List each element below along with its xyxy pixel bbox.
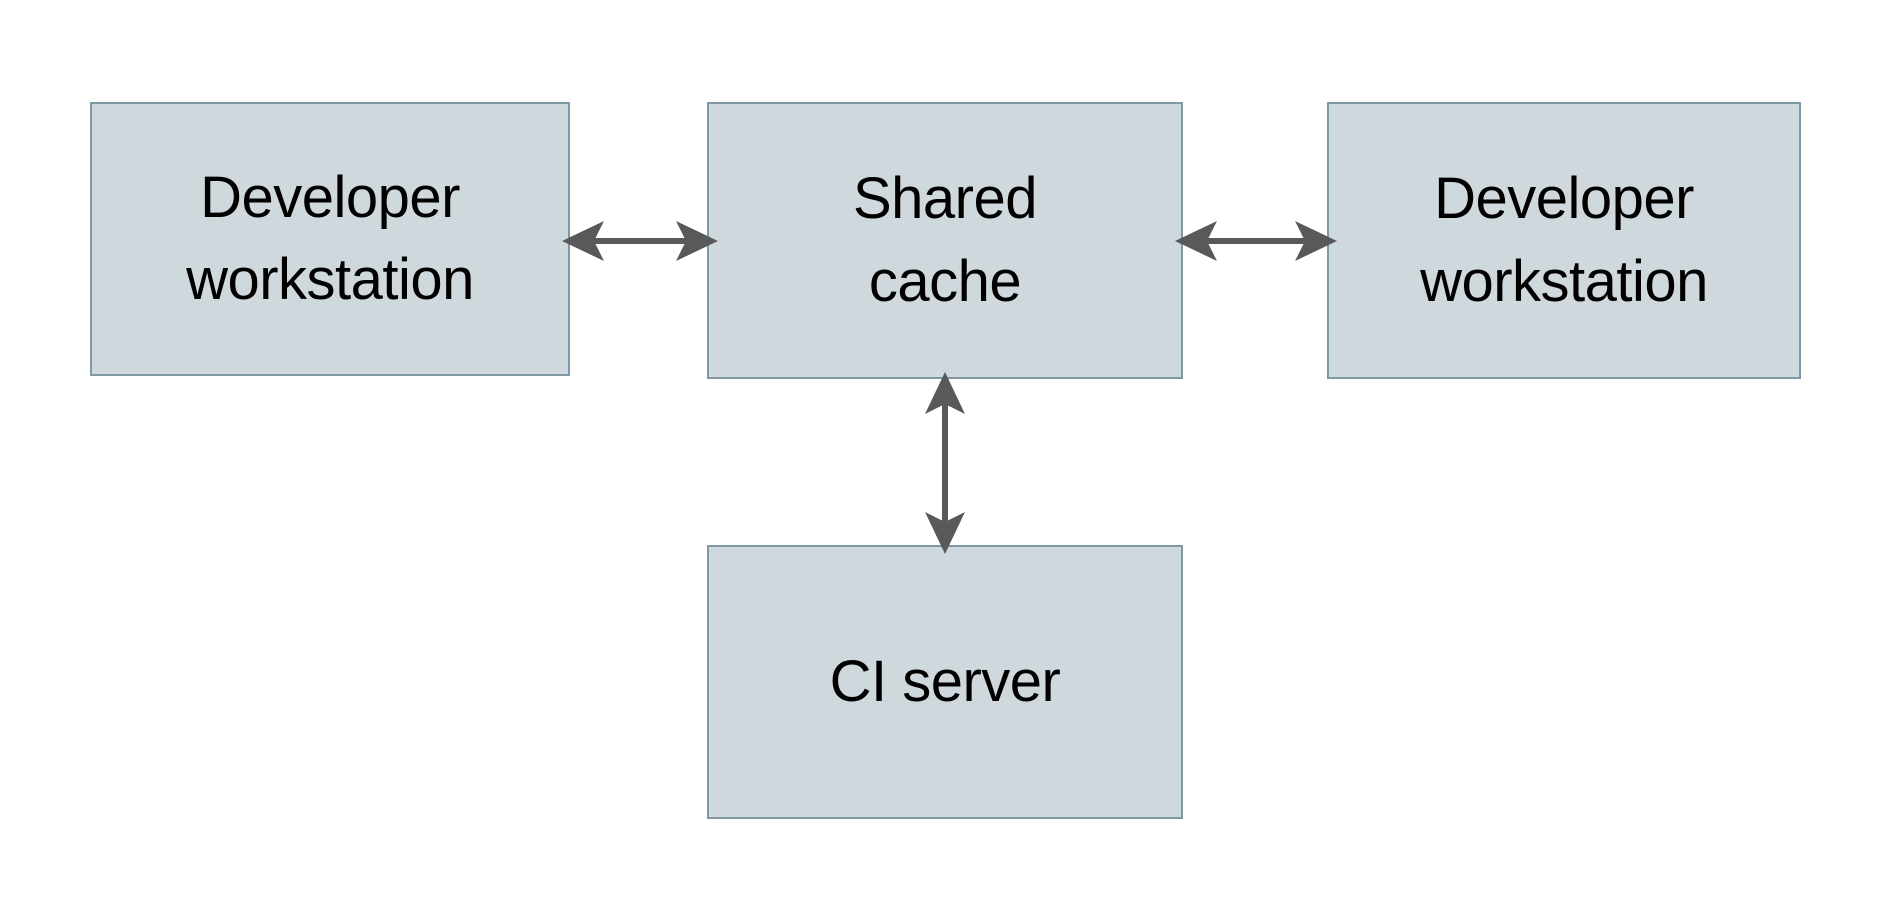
node-label-ci-server: CI server	[829, 648, 1061, 714]
node-developer-workstation-right[interactable]: Developer workstation	[1327, 102, 1801, 379]
node-label-shared-cache: Shared cache	[852, 166, 1038, 314]
node-developer-workstation-left[interactable]: Developer workstation	[90, 102, 570, 376]
node-ci-server[interactable]: CI server	[707, 545, 1183, 819]
connector-shared-cache-to-ci-server	[925, 372, 965, 554]
node-label-developer-workstation-left: Developer workstation	[186, 164, 474, 312]
node-shared-cache[interactable]: Shared cache	[707, 102, 1183, 379]
connector-developer-workstation-left-to-shared-cache	[562, 221, 718, 261]
connector-shared-cache-to-developer-workstation-right	[1175, 221, 1337, 261]
node-label-developer-workstation-right: Developer workstation	[1420, 166, 1708, 314]
